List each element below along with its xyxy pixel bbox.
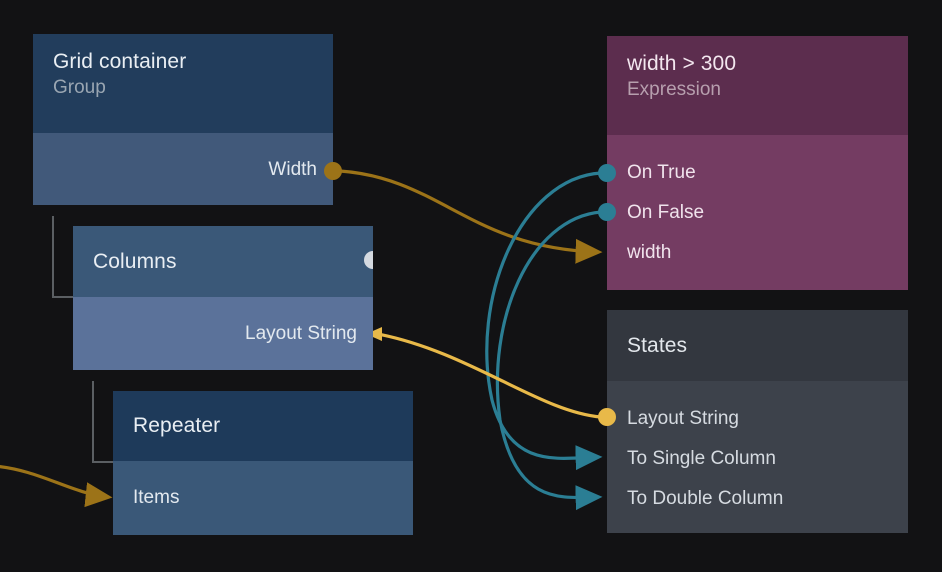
edge-width-to-expression-width	[339, 169, 603, 264]
port-row-repeater-items[interactable]: Items	[113, 478, 413, 518]
node-states-header[interactable]: States	[607, 310, 908, 381]
node-repeater-header[interactable]: Repeater	[113, 391, 413, 461]
edge-ontrue-to-single-column	[485, 171, 603, 471]
edge-offscreen-to-repeater-items	[0, 465, 113, 508]
node-repeater[interactable]: Repeater Items	[113, 391, 413, 535]
node-grid-container-title: Grid container	[53, 50, 187, 73]
port-row-on-true[interactable]: On True	[607, 153, 908, 193]
port-dot-on-false[interactable]	[598, 203, 616, 221]
node-grid-container-body: Width	[33, 133, 333, 205]
port-row-expression-width[interactable]: width	[607, 233, 908, 273]
node-expression-title: width > 300	[627, 52, 737, 75]
port-dot-on-true[interactable]	[598, 164, 616, 182]
node-repeater-body: Items	[113, 461, 413, 535]
node-columns[interactable]: Columns Layout String	[73, 226, 373, 370]
port-row-on-false[interactable]: On False	[607, 193, 908, 233]
port-label-on-true: On True	[627, 162, 696, 183]
node-repeater-title: Repeater	[133, 414, 221, 437]
port-label-to-single-column: To Single Column	[627, 448, 776, 469]
port-row-to-single-column[interactable]: To Single Column	[607, 439, 908, 479]
port-row-to-double-column[interactable]: To Double Column	[607, 479, 908, 519]
port-dot-columns-output[interactable]	[364, 251, 373, 269]
port-label-repeater-items: Items	[133, 487, 180, 508]
node-expression-subtitle: Expression	[627, 79, 721, 100]
port-row-width[interactable]: Width	[33, 150, 333, 190]
node-expression-header[interactable]: width > 300 Expression	[607, 36, 908, 135]
port-label-states-layout-string: Layout String	[627, 408, 739, 429]
node-expression[interactable]: width > 300 Expression On True On False …	[607, 36, 908, 290]
port-label-columns-layout-string: Layout String	[245, 323, 357, 344]
node-expression-body: On True On False width	[607, 135, 908, 290]
port-row-columns-layout-string[interactable]: Layout String	[73, 314, 373, 354]
port-label-on-false: On False	[627, 202, 705, 223]
node-grid-container[interactable]: Grid container Group Width	[33, 34, 333, 205]
hierarchy-bracket-columns	[52, 216, 74, 298]
node-columns-title: Columns	[93, 250, 177, 273]
port-label-to-double-column: To Double Column	[627, 488, 784, 509]
node-grid-container-header[interactable]: Grid container Group	[33, 34, 333, 133]
edge-onfalse-to-double-column	[495, 210, 603, 511]
port-dot-width[interactable]	[324, 162, 342, 180]
port-row-states-layout-string[interactable]: Layout String	[607, 399, 908, 439]
node-columns-body: Layout String	[73, 297, 373, 370]
port-label-width: Width	[268, 159, 317, 180]
node-states-title: States	[627, 334, 688, 357]
node-grid-container-subtitle: Group	[53, 77, 106, 98]
port-label-expression-width: width	[627, 242, 672, 263]
node-states-body: Layout String To Single Column To Double…	[607, 381, 908, 533]
hierarchy-bracket-repeater	[92, 381, 114, 463]
port-dot-states-layout-string[interactable]	[598, 408, 616, 426]
node-columns-header[interactable]: Columns	[73, 226, 373, 297]
node-states[interactable]: States Layout String To Single Column To…	[607, 310, 908, 533]
